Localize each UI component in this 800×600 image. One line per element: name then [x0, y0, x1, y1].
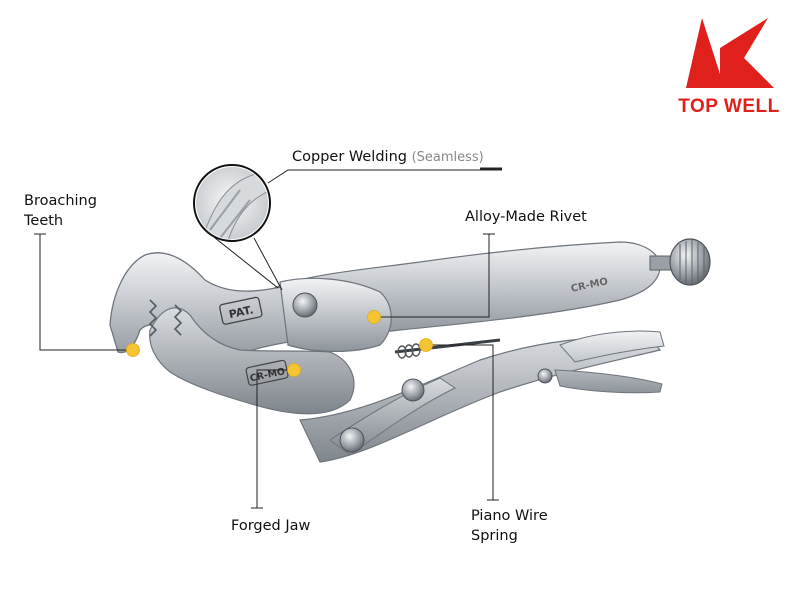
rivet-top — [292, 292, 318, 318]
welding-magnifier — [193, 164, 271, 242]
rivet-mid — [401, 378, 425, 402]
alloy-rivet-title: Alloy-Made Rivet — [465, 209, 587, 225]
marker-alloy-rivet — [367, 310, 381, 324]
leader-lines — [34, 167, 502, 509]
jaw-body — [109, 252, 301, 365]
marker-piano-wire-spring — [419, 338, 433, 352]
handle-fork — [554, 330, 665, 394]
copper-welding-note: (Seamless) — [411, 150, 484, 165]
pat-stamp-text: PAT. — [228, 303, 255, 321]
broaching-teeth-line2: Teeth — [24, 213, 64, 229]
callout-broaching-teeth: Broaching Teeth — [24, 191, 97, 231]
spring-coils — [397, 343, 421, 359]
callout-forged-jaw: Forged Jaw — [231, 516, 310, 536]
rivet-handle — [537, 368, 553, 384]
forged-jaw-title: Forged Jaw — [231, 518, 311, 534]
pat-stamp: PAT. — [219, 296, 263, 325]
knob-knurling — [679, 240, 705, 284]
piano-wire-spring-line1: Piano Wire — [471, 508, 548, 524]
rivet-low — [339, 427, 365, 453]
callout-copper-welding: Copper Welding (Seamless) — [292, 147, 484, 168]
brand-name: TOP WELL — [678, 96, 780, 117]
marker-forged-jaw — [287, 363, 301, 377]
callout-alloy-rivet: Alloy-Made Rivet — [465, 207, 587, 227]
broaching-teeth — [148, 299, 183, 337]
jaw-material-stamp: CR-MO — [245, 359, 289, 386]
callout-piano-wire-spring: Piano Wire Spring — [471, 506, 548, 546]
lower-jaw — [149, 307, 355, 415]
marker-broaching-teeth — [126, 343, 140, 357]
piano-wire-spring-line2: Spring — [471, 528, 518, 544]
brand-mark-icon — [686, 18, 774, 88]
copper-welding-title: Copper Welding — [292, 149, 407, 165]
broaching-teeth-line1: Broaching — [24, 193, 97, 209]
brand-logo: TOP WELL — [668, 18, 790, 124]
